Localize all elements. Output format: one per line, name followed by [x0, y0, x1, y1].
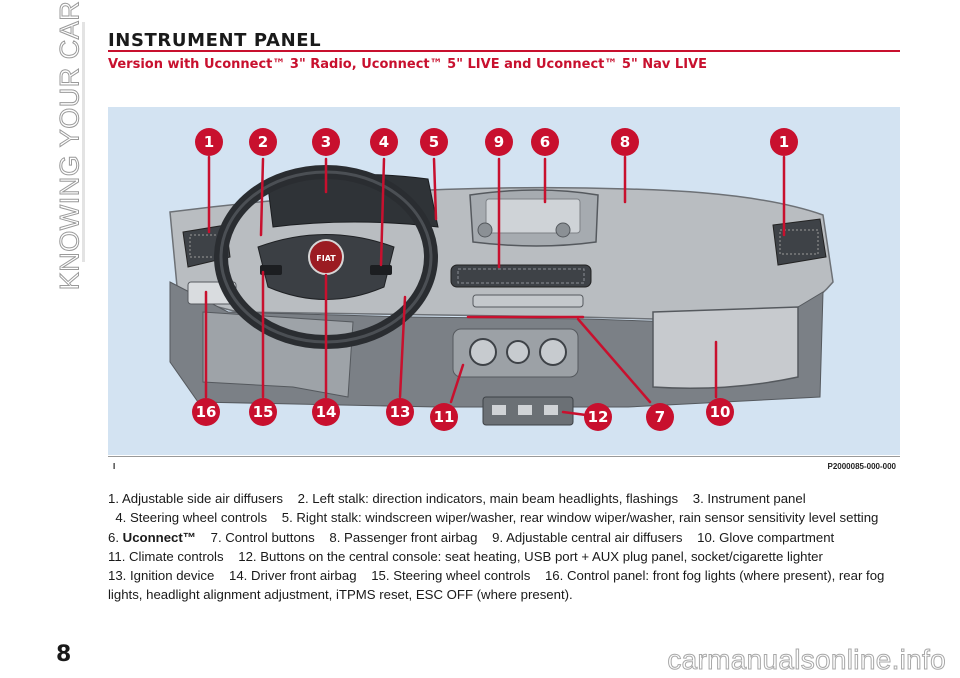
- callout-7: 7: [655, 408, 665, 426]
- legend-item: 2. Left stalk: direction indicators, mai…: [297, 491, 679, 506]
- callout-2: 2: [258, 133, 268, 151]
- legend-item: 1. Adjustable side air diffusers: [108, 491, 283, 506]
- figure-code: P2000085-000-000: [827, 462, 896, 471]
- callout-3: 3: [321, 133, 331, 151]
- legend-item: 12. Buttons on the central console: seat…: [238, 548, 823, 564]
- legend-caption: 1. Adjustable side air diffusers 2. Left…: [108, 489, 908, 605]
- callout-5: 5: [429, 133, 439, 151]
- callout-16: 16: [196, 403, 217, 421]
- callout-11: 11: [434, 408, 455, 426]
- instrument-panel-figure: FIAT: [108, 107, 900, 455]
- callout-8: 8: [620, 133, 630, 151]
- dashboard-illustration: FIAT: [169, 128, 834, 431]
- callout-13: 13: [390, 403, 411, 421]
- legend-item: 11. Climate controls: [108, 548, 224, 564]
- callout-12: 12: [588, 408, 609, 426]
- callout-14: 14: [316, 403, 337, 421]
- legend-item: 4. Steering wheel controls: [115, 510, 268, 526]
- brand-badge: FIAT: [316, 254, 336, 263]
- legend-item: 7. Control buttons: [210, 529, 315, 545]
- legend-item: 6. Uconnect™: [108, 529, 196, 545]
- page-number: 8: [56, 642, 72, 667]
- callout-4: 4: [379, 133, 389, 151]
- callout-9: 9: [494, 133, 504, 151]
- site-watermark: carmanualsonline.info: [667, 644, 946, 676]
- legend-item: 9. Adjustable central air diffusers: [492, 529, 683, 545]
- callout-10: 10: [710, 403, 731, 421]
- legend-item: 14. Driver front airbag: [228, 568, 357, 584]
- legend-item: 16. Control panel: front fog lights (whe…: [108, 568, 885, 603]
- legend-item: 13. Ignition device: [108, 568, 215, 584]
- callout-15: 15: [253, 403, 274, 421]
- legend-item: 10. Glove compartment: [697, 529, 835, 545]
- callout-1-left: 1: [204, 133, 214, 151]
- legend-item: 5. Right stalk: windscreen wiper/washer,…: [281, 510, 879, 526]
- callout-1-right: 1: [779, 133, 789, 151]
- title-rule: [108, 50, 900, 52]
- legend-item: 3. Instrument panel: [692, 491, 806, 506]
- legend-item: 15. Steering wheel controls: [371, 568, 531, 584]
- side-rule: [82, 22, 85, 262]
- figure-footer: I P2000085-000-000: [108, 456, 900, 475]
- version-subtitle: Version with Uconnect™ 3" Radio, Uconnec…: [108, 57, 707, 72]
- legend-item: 8. Passenger front airbag: [329, 529, 478, 545]
- section-title: INSTRUMENT PANEL: [108, 30, 322, 51]
- callout-6: 6: [540, 133, 550, 151]
- figure-mark: I: [113, 462, 116, 471]
